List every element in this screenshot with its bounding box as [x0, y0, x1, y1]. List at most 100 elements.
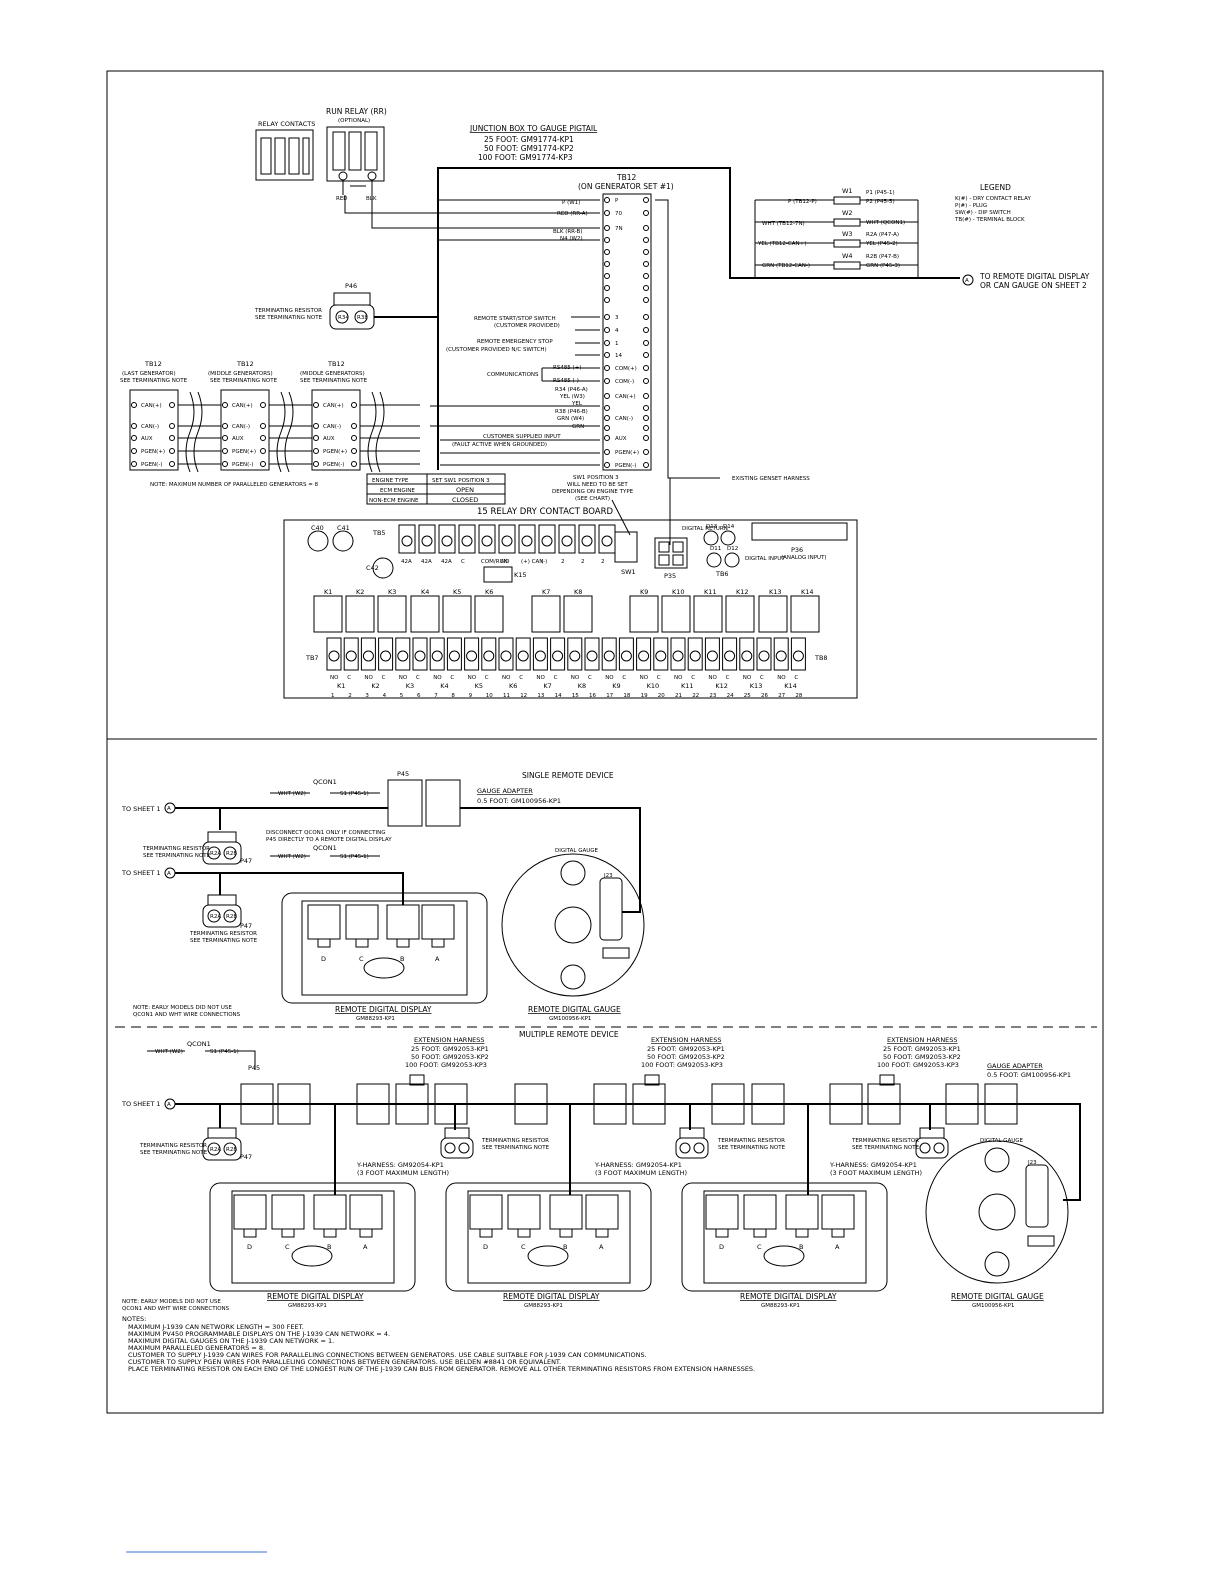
contact-type-label: C — [691, 675, 695, 681]
display-port — [785, 1194, 819, 1230]
relay-label: K3 — [388, 588, 396, 596]
relay-block — [531, 595, 561, 633]
c41: C41 — [337, 524, 350, 532]
single-remote-section: SINGLE REMOTE DEVICE QCON1 WHT (W2) S1 (… — [121, 770, 641, 1018]
resistor-cap — [679, 1127, 705, 1139]
screw-icon — [483, 650, 495, 662]
tb12-terminal-strip: P707N34114COM(+)COM(-)CAN(+)CAN(-)AUXPGE… — [604, 197, 649, 469]
emergency-stop-l2: (CUSTOMER PROVIDED N/C SWITCH) — [446, 347, 547, 353]
contact-number: 4 — [383, 693, 387, 699]
screw-icon — [328, 650, 340, 662]
tb12-term-label: CAN(-) — [615, 416, 633, 422]
tb12-term-right — [643, 393, 649, 399]
contact-number: 25 — [744, 693, 751, 699]
screw-icon — [758, 650, 770, 662]
multi-s1: S1 (P45-1) — [210, 1049, 239, 1055]
tb12-term-right — [643, 378, 649, 384]
tb12-term-left — [604, 237, 610, 243]
tb12-term-right — [643, 449, 649, 455]
tb12-term-left — [604, 210, 610, 216]
single-wht: WHT (W2) — [278, 791, 306, 797]
w2-left: WHT (TB12-7N) — [762, 221, 805, 227]
run-relay: RUN RELAY (RR) (OPTIONAL) RED BLK — [326, 107, 387, 202]
contact-number: 26 — [761, 693, 768, 699]
resistor-cap — [919, 1127, 945, 1139]
screw-icon — [362, 650, 374, 662]
screw-icon — [481, 535, 493, 547]
contact-type-label: NO — [433, 675, 442, 681]
parallel-term-right — [351, 435, 357, 441]
note-4: CUSTOMER TO SUPPLY J-1939 CAN WIRES FOR … — [128, 1351, 647, 1359]
relay-label: K14 — [801, 588, 814, 596]
legend-item-2: SW(#) - DIP SWITCH — [955, 210, 1011, 216]
single-note-l1: NOTE: EARLY MODELS DID NOT USE — [133, 1005, 232, 1011]
extension-harness-1: EXTENSION HARNESS 25 FOOT: GM92053-KP1 5… — [405, 1036, 489, 1069]
screw-icon — [521, 535, 533, 547]
tb12-term-label: P — [615, 198, 619, 204]
yh3-l1: Y-HARNESS: GM92054-KP1 — [829, 1161, 917, 1169]
contact-number: 2 — [348, 693, 352, 699]
ext2-title: EXTENSION HARNESS — [651, 1036, 722, 1044]
parallel-term-label: AUX — [141, 436, 153, 442]
display-port — [386, 904, 420, 940]
screw-icon — [775, 650, 787, 662]
contact-number: 8 — [451, 693, 455, 699]
parallel-term-left — [313, 402, 319, 408]
tb12-term-label: 1 — [615, 341, 619, 347]
ext1-l2: 50 FOOT: GM92053-KP2 — [411, 1053, 489, 1061]
tb12-term-left — [604, 462, 610, 468]
tb12-term-label: 7N — [615, 226, 623, 232]
parallel-2-l1: (MIDDLE GENERATORS) — [300, 371, 365, 377]
parallel-term-left — [313, 448, 319, 454]
parallel-1-title: TB12 — [236, 360, 254, 368]
tb12-wire-p: P (W1) — [562, 200, 580, 206]
harness-connector — [514, 1083, 548, 1125]
contact-type-label: C — [416, 675, 420, 681]
parallel-term-left — [131, 402, 137, 408]
legend-item-0: K(#) - DRY CONTACT RELAY — [955, 196, 1031, 202]
tb5-term-label: 42A — [401, 559, 412, 565]
parallel-term-left — [313, 435, 319, 441]
p46-a: R34 — [338, 315, 349, 321]
d13: D13 — [706, 524, 718, 530]
parallel-term-right — [169, 402, 175, 408]
ext1-l3: 100 FOOT: GM92053-KP3 — [405, 1061, 487, 1069]
screw-icon — [672, 650, 684, 662]
single-p45: P45 — [397, 770, 409, 778]
parallel-terminals: CAN(+)CAN(-)AUXPGEN(+)PGEN(-)CAN(+)CAN(-… — [129, 389, 420, 473]
contact-type-label: C — [554, 675, 558, 681]
contact-number: 20 — [658, 693, 665, 699]
d11: D11 — [710, 546, 721, 552]
display-port-label: D — [483, 1243, 488, 1251]
display-port-label: C — [285, 1243, 290, 1251]
tb12-term-right — [643, 237, 649, 243]
tb12-term-right — [643, 297, 649, 303]
contact-terminal — [429, 637, 445, 671]
relay-label: K12 — [736, 588, 749, 596]
contact-terminal — [395, 637, 411, 671]
pigtail-title: JUNCTION BOX TO GAUGE PIGTAIL — [469, 124, 598, 133]
w4-r1: R2B (P47-B) — [866, 254, 899, 260]
tb5: TB5 — [372, 529, 386, 537]
parallel-note: NOTE: MAXIMUM NUMBER OF PARALLELED GENER… — [150, 482, 319, 488]
y-harness-labels: Y-HARNESS: GM92054-KP1 (3 FOOT MAXIMUM L… — [334, 1104, 931, 1195]
ext2-l3: 100 FOOT: GM92053-KP3 — [641, 1061, 723, 1069]
w4-left: GRN (TB12-CAN-) — [762, 263, 810, 269]
contact-type-label: C — [760, 675, 764, 681]
engine-table: ENGINE TYPE SET SW1 POSITION 3 ECM ENGIN… — [366, 473, 506, 505]
multi-gauge-title: REMOTE DIGITAL GAUGE — [951, 1292, 1044, 1301]
note-2: MAXIMUM DIGITAL GAUGES ON THE J-1939 CAN… — [128, 1337, 334, 1345]
relay-contact-label: K2 — [371, 682, 379, 690]
parallel-term-left — [222, 461, 228, 467]
contact-type-label: NO — [399, 675, 408, 681]
single-display-title: REMOTE DIGITAL DISPLAY — [335, 1005, 432, 1014]
harness-connector — [945, 1083, 979, 1125]
tb5-terminal — [558, 524, 576, 554]
relay-block — [345, 595, 375, 633]
tb12-term-left — [604, 261, 610, 267]
board-contact-terminals: NO1C2NO3C4NO5C6NO7C8NO9C10NO11C12NO13C14… — [326, 637, 806, 699]
single-s1: S1 (P45-1) — [340, 791, 369, 797]
notes-title: NOTES: — [122, 1315, 146, 1323]
contact-terminal — [704, 637, 720, 671]
engine-r0c1: OPEN — [456, 486, 474, 494]
